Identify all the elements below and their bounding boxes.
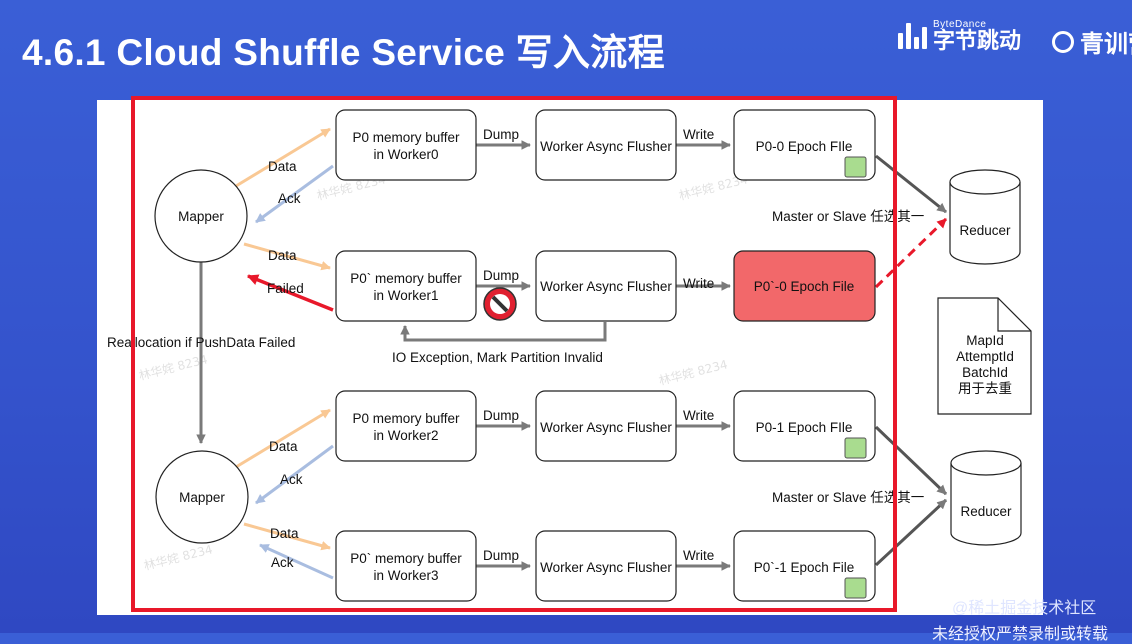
epoch-to-reducer-dashed-arrow [874,217,948,289]
note-line: AttemptId [956,349,1014,364]
epoch-file-label: P0-0 Epoch FIle [756,139,853,154]
memory-buffer-node: P0 memory buffer in Worker2 [335,390,477,462]
epoch-tag-icon [844,577,867,599]
ack-label: Ack [271,555,294,570]
async-flusher-node: Worker Async Flusher [535,109,677,181]
dump-label: Dump [483,548,519,563]
io-exception-label: IO Exception, Mark Partition Invalid [392,350,603,365]
async-flusher-node: Worker Async Flusher [535,530,677,602]
qingxun-ring-icon [1052,30,1074,53]
async-flusher-node: Worker Async Flusher [535,390,677,462]
master-slave-label: Master or Slave 任选其一 [772,209,924,224]
edge-labels: Data Ack Data Failed Data Ack Data Ack D… [107,127,924,570]
failed-label: Failed [267,281,304,296]
epoch-tag-icon [844,156,867,178]
epoch-file-label: P0`-0 Epoch File [754,279,855,294]
community-watermark: @稀土掘金技术社区 [952,600,1097,617]
mapper-label: Mapper [179,490,225,505]
io-exception-arrow [400,322,607,342]
buffer-line1: P0 memory buffer [352,411,460,426]
epoch-file-failed-node: P0`-0 Epoch File [733,250,876,322]
flusher-label: Worker Async Flusher [540,560,672,575]
reducer-arrows [874,154,948,567]
data-label: Data [268,248,297,263]
data-ack-arrows [235,127,334,580]
epoch-to-reducer-arrow [875,154,947,214]
write-label: Write [683,276,714,291]
bytedance-logo: ByteDance 字节跳动 [898,20,1021,52]
buffer-line2: in Worker0 [373,147,438,162]
memory-buffer-node: P0` memory buffer in Worker3 [335,530,477,602]
note-line: 用于去重 [958,381,1012,396]
dump-write-arrows [476,140,731,571]
qingxun-label: 青训营 [1080,31,1132,58]
buffer-line2: in Worker1 [373,288,438,303]
reducer-node: Reducer [950,450,1022,546]
diagram-canvas [97,100,1043,615]
data-arrow [235,408,331,469]
ack-label: Ack [278,191,301,206]
epoch-file-label: P0`-1 Epoch File [754,560,855,575]
buffer-line2: in Worker3 [373,568,438,583]
epoch-to-reducer-arrow [874,498,948,567]
write-label: Write [683,408,714,423]
buffer-line2: in Worker2 [373,428,438,443]
copyright-warning: 未经授权严禁录制或转载 [932,626,1109,643]
reducer-label: Reducer [960,504,1012,519]
data-label: Data [268,159,297,174]
epoch-file-node: P0-1 Epoch FIle [733,390,876,462]
slide-title: 4.6.1 Cloud Shuffle Service 写入流程 [22,32,665,73]
epoch-to-reducer-arrow [874,425,948,496]
epoch-file-node: P0-0 Epoch FIle [733,109,876,181]
dump-label: Dump [483,127,519,142]
flusher-label: Worker Async Flusher [540,279,672,294]
mapper-node: Mapper [154,169,248,263]
memory-buffer-node: P0` memory buffer in Worker1 [335,250,477,322]
bytedance-small-label: ByteDance [933,19,987,30]
reallocation-label: Reallocation if PushData Failed [107,335,295,350]
note-line: BatchId [962,365,1008,380]
flusher-label: Worker Async Flusher [540,420,672,435]
ack-label: Ack [280,472,303,487]
bytedance-label: 字节跳动 [933,28,1022,53]
reducer-label: Reducer [959,223,1011,238]
mapper-node: Mapper [155,450,249,544]
buffer-line1: P0 memory buffer [352,130,460,145]
qingxun-logo: 青训营 [1052,24,1132,59]
data-label: Data [269,439,298,454]
write-label: Write [683,548,714,563]
master-slave-label: Master or Slave 任选其一 [772,490,924,505]
dump-label: Dump [483,268,519,283]
dump-label: Dump [483,408,519,423]
ack-arrow [255,444,334,505]
ack-arrow [255,164,334,224]
buffer-line1: P0` memory buffer [350,551,462,566]
write-label: Write [683,127,714,142]
bytedance-bars-icon [898,23,927,49]
ack-arrow [259,543,334,580]
data-arrow [243,522,331,551]
forbidden-icon [483,287,517,321]
highlight-frame [131,96,897,612]
data-arrow [243,242,331,271]
dedup-note: MapId AttemptId BatchId 用于去重 [937,297,1032,415]
async-flusher-node: Worker Async Flusher [535,250,677,322]
failed-arrow [246,274,334,312]
epoch-file-node: P0`-1 Epoch File [733,530,876,602]
mapper-label: Mapper [178,209,224,224]
reducer-node: Reducer [949,169,1021,265]
flusher-label: Worker Async Flusher [540,139,672,154]
epoch-tag-icon [844,437,867,459]
buffer-line1: P0` memory buffer [350,271,462,286]
memory-buffer-node: P0 memory buffer in Worker0 [335,109,477,181]
data-label: Data [270,526,299,541]
data-arrow [235,127,331,188]
note-line: MapId [966,333,1004,348]
epoch-file-label: P0-1 Epoch FIle [756,420,853,435]
